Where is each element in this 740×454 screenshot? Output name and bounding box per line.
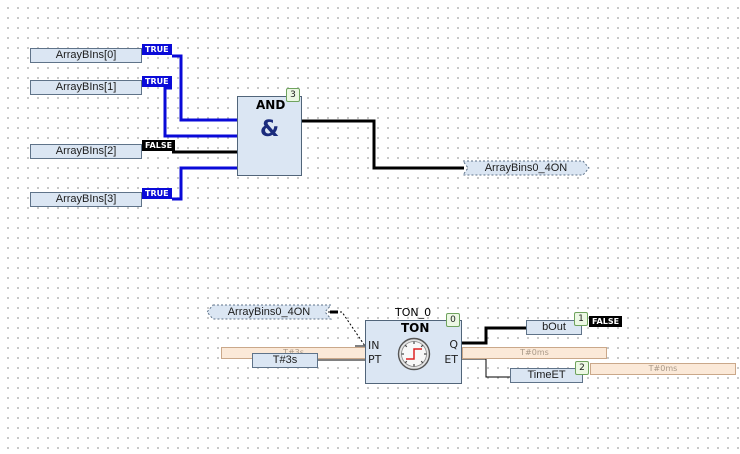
- and-input-value-2: FALSE: [142, 140, 176, 151]
- ton-pin-q: Q: [449, 338, 458, 351]
- ton-pin-pt: PT: [368, 353, 382, 366]
- and-block[interactable]: AND &: [237, 96, 302, 176]
- et-output-var[interactable]: TimeET: [510, 368, 583, 383]
- and-input-var-3[interactable]: ArrayBIns[3]: [30, 192, 142, 207]
- and-block-title: AND: [256, 98, 286, 112]
- clock-icon: [397, 337, 431, 371]
- wire-input-3: [172, 166, 237, 201]
- and-input-value-1: TRUE: [142, 76, 172, 87]
- q-output-badge: 1: [574, 312, 588, 326]
- wire-input-1: [163, 86, 237, 138]
- et-watch-value: T#0ms: [462, 347, 607, 359]
- wire-input-0: [172, 54, 237, 122]
- timeet-watch-value: T#0ms: [590, 363, 736, 375]
- ton-pin-in: IN: [368, 339, 380, 352]
- and-block-badge: 3: [286, 88, 300, 102]
- wire-and-output: [302, 119, 464, 170]
- and-input-var-2[interactable]: ArrayBIns[2]: [30, 144, 142, 159]
- and-input-value-3: TRUE: [142, 188, 172, 199]
- and-input-value-0: TRUE: [142, 44, 172, 55]
- and-output-connector[interactable]: ArrayBins0_4ON: [462, 160, 590, 176]
- q-output-var[interactable]: bOut: [526, 320, 582, 335]
- and-input-var-1[interactable]: ArrayBIns[1]: [30, 80, 142, 95]
- ton-instance-name[interactable]: TON_0: [395, 306, 432, 319]
- q-output-value: FALSE: [589, 316, 623, 327]
- ton-block[interactable]: TON IN PT Q ET: [365, 320, 462, 384]
- and-input-var-0[interactable]: ArrayBIns[0]: [30, 48, 142, 63]
- wire-ton-in: [328, 311, 366, 347]
- et-output-badge: 2: [575, 361, 589, 375]
- and-symbol-icon: &: [260, 117, 280, 142]
- wire-ton-q: [462, 326, 526, 345]
- wire-ton-et: [462, 358, 510, 378]
- and-output-connector-label: ArrayBins0_4ON: [484, 162, 568, 174]
- ton-pin-et: ET: [444, 353, 458, 366]
- ton-block-badge: 0: [446, 313, 460, 327]
- pt-constant[interactable]: T#3s: [252, 353, 318, 368]
- ton-input-connector-label: ArrayBins0_4ON: [227, 306, 311, 318]
- ton-input-connector[interactable]: ArrayBins0_4ON: [206, 304, 332, 320]
- ton-block-title: TON: [401, 321, 430, 335]
